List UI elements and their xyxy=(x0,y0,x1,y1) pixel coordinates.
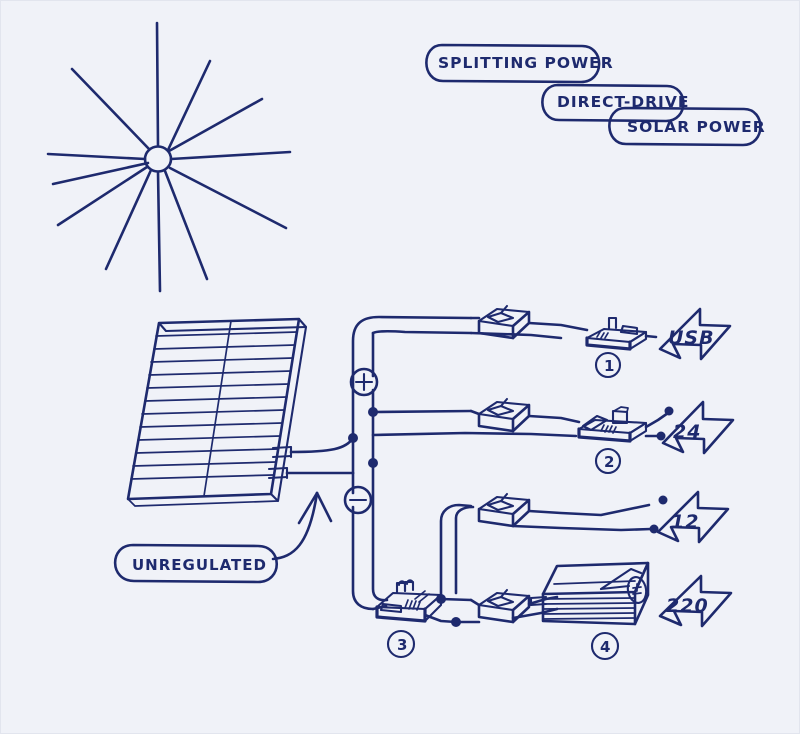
callout-number-2-label: 2 xyxy=(604,453,615,471)
unregulated-label: UNREGULATED xyxy=(132,556,267,574)
output-arrow-24-label: 24 xyxy=(673,421,701,443)
unregulated-callout: UNREGULATED xyxy=(113,491,333,584)
junction-dot xyxy=(368,458,378,468)
rocker-switch-3[interactable] xyxy=(477,492,531,528)
bubble-solar-power: SOLAR POWER xyxy=(608,106,766,147)
output-arrow-usb-label: USB xyxy=(668,327,715,349)
bubble-solar-power-label: SOLAR POWER xyxy=(627,118,766,136)
bubble-splitting-power-label: SPLITTING POWER xyxy=(438,54,614,72)
positive-terminal xyxy=(349,367,379,397)
callout-number-2: 2 xyxy=(594,447,622,475)
callout-number-4: 4 xyxy=(590,631,620,661)
branch-3-12v: 12 xyxy=(439,490,730,601)
callout-number-3-label: 3 xyxy=(397,636,408,654)
inverter-box xyxy=(529,561,650,626)
branch-2-24v: 2 24 xyxy=(371,397,735,475)
bubble-direct-drive-label: DIRECT-DRIVE xyxy=(557,93,689,111)
usb-converter-board xyxy=(585,316,648,351)
v24-converter-board xyxy=(577,406,648,443)
lead-dot xyxy=(664,406,674,416)
output-arrow-usb: USB xyxy=(658,307,732,361)
rocker-switch-1[interactable] xyxy=(477,304,531,340)
lead-dot xyxy=(656,431,666,441)
output-arrow-220-label: 220 xyxy=(666,595,709,617)
callout-number-4-label: 4 xyxy=(600,638,611,656)
output-arrow-12-label: 12 xyxy=(671,511,699,533)
callout-number-1: 1 xyxy=(594,351,622,379)
power-bus xyxy=(285,315,473,611)
lead-dot xyxy=(658,495,668,505)
callout-number-3: 3 xyxy=(386,629,416,659)
rocker-switch-2[interactable] xyxy=(469,397,531,433)
rocker-switch-4[interactable] xyxy=(469,588,531,624)
junction-dot xyxy=(348,433,358,443)
negative-terminal xyxy=(343,485,373,515)
bubble-splitting-power: SPLITTING POWER xyxy=(425,43,614,84)
callout-number-1-label: 1 xyxy=(604,357,615,375)
output-arrow-12: 12 xyxy=(656,490,730,544)
solar-panel xyxy=(126,317,308,507)
sun-symbol xyxy=(46,21,292,293)
bubble-direct-drive: DIRECT-DRIVE xyxy=(541,83,689,123)
branch-1-usb: 1 USB xyxy=(469,304,732,379)
lead-dot xyxy=(649,524,659,534)
output-arrow-24: 24 xyxy=(661,400,735,455)
branch-4-inverter: 3 4 220 xyxy=(375,561,733,661)
output-arrow-220: 220 xyxy=(658,574,733,628)
panel-output-leads xyxy=(267,445,293,480)
